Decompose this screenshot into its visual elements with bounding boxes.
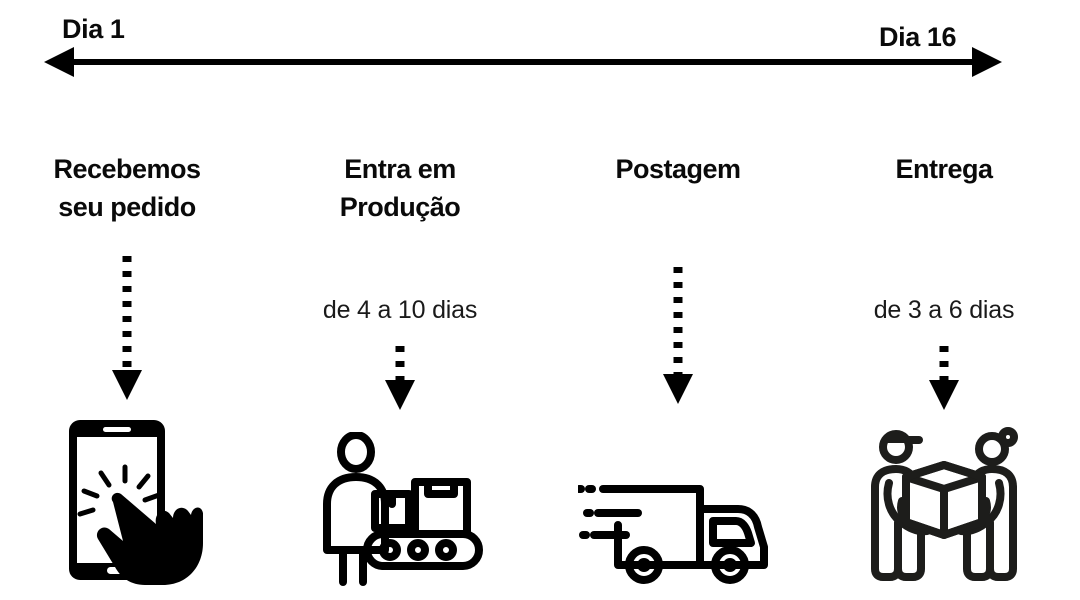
dotted-down-arrow-icon (112, 256, 142, 400)
step-title: Postagem (615, 154, 741, 184)
factory-conveyor-worker-icon (275, 412, 525, 587)
timeline-end-label: Dia 16 (879, 22, 957, 52)
step-entrega: Entrega de 3 a 6 dias (819, 150, 1069, 600)
step-recebemos-pedido: Recebemos seu pedido (2, 150, 252, 600)
timeline-header: Dia 1 Dia 16 (0, 0, 1080, 100)
step-title: Entrega (895, 154, 993, 184)
step-title: Recebemos seu pedido (53, 154, 201, 223)
dotted-down-arrow-icon (385, 346, 415, 410)
smartphone-tap-icon (2, 412, 252, 587)
step-entra-em-producao: Entra em Produção de 4 a 10 dias (275, 150, 525, 600)
step-duration: de 3 a 6 dias (873, 296, 1015, 324)
steps-row: Recebemos seu pedido (0, 150, 1080, 600)
dotted-down-arrow-icon (929, 346, 959, 410)
timeline-axis-arrow (44, 47, 1002, 77)
package-handoff-people-icon (819, 412, 1069, 587)
step-title: Entra em Produção (339, 154, 461, 223)
step-duration: de 4 a 10 dias (322, 296, 478, 324)
timeline-start-label: Dia 1 (62, 14, 125, 44)
delivery-truck-icon (553, 412, 803, 587)
step-postagem: Postagem (553, 150, 803, 600)
dotted-down-arrow-icon (663, 267, 693, 404)
